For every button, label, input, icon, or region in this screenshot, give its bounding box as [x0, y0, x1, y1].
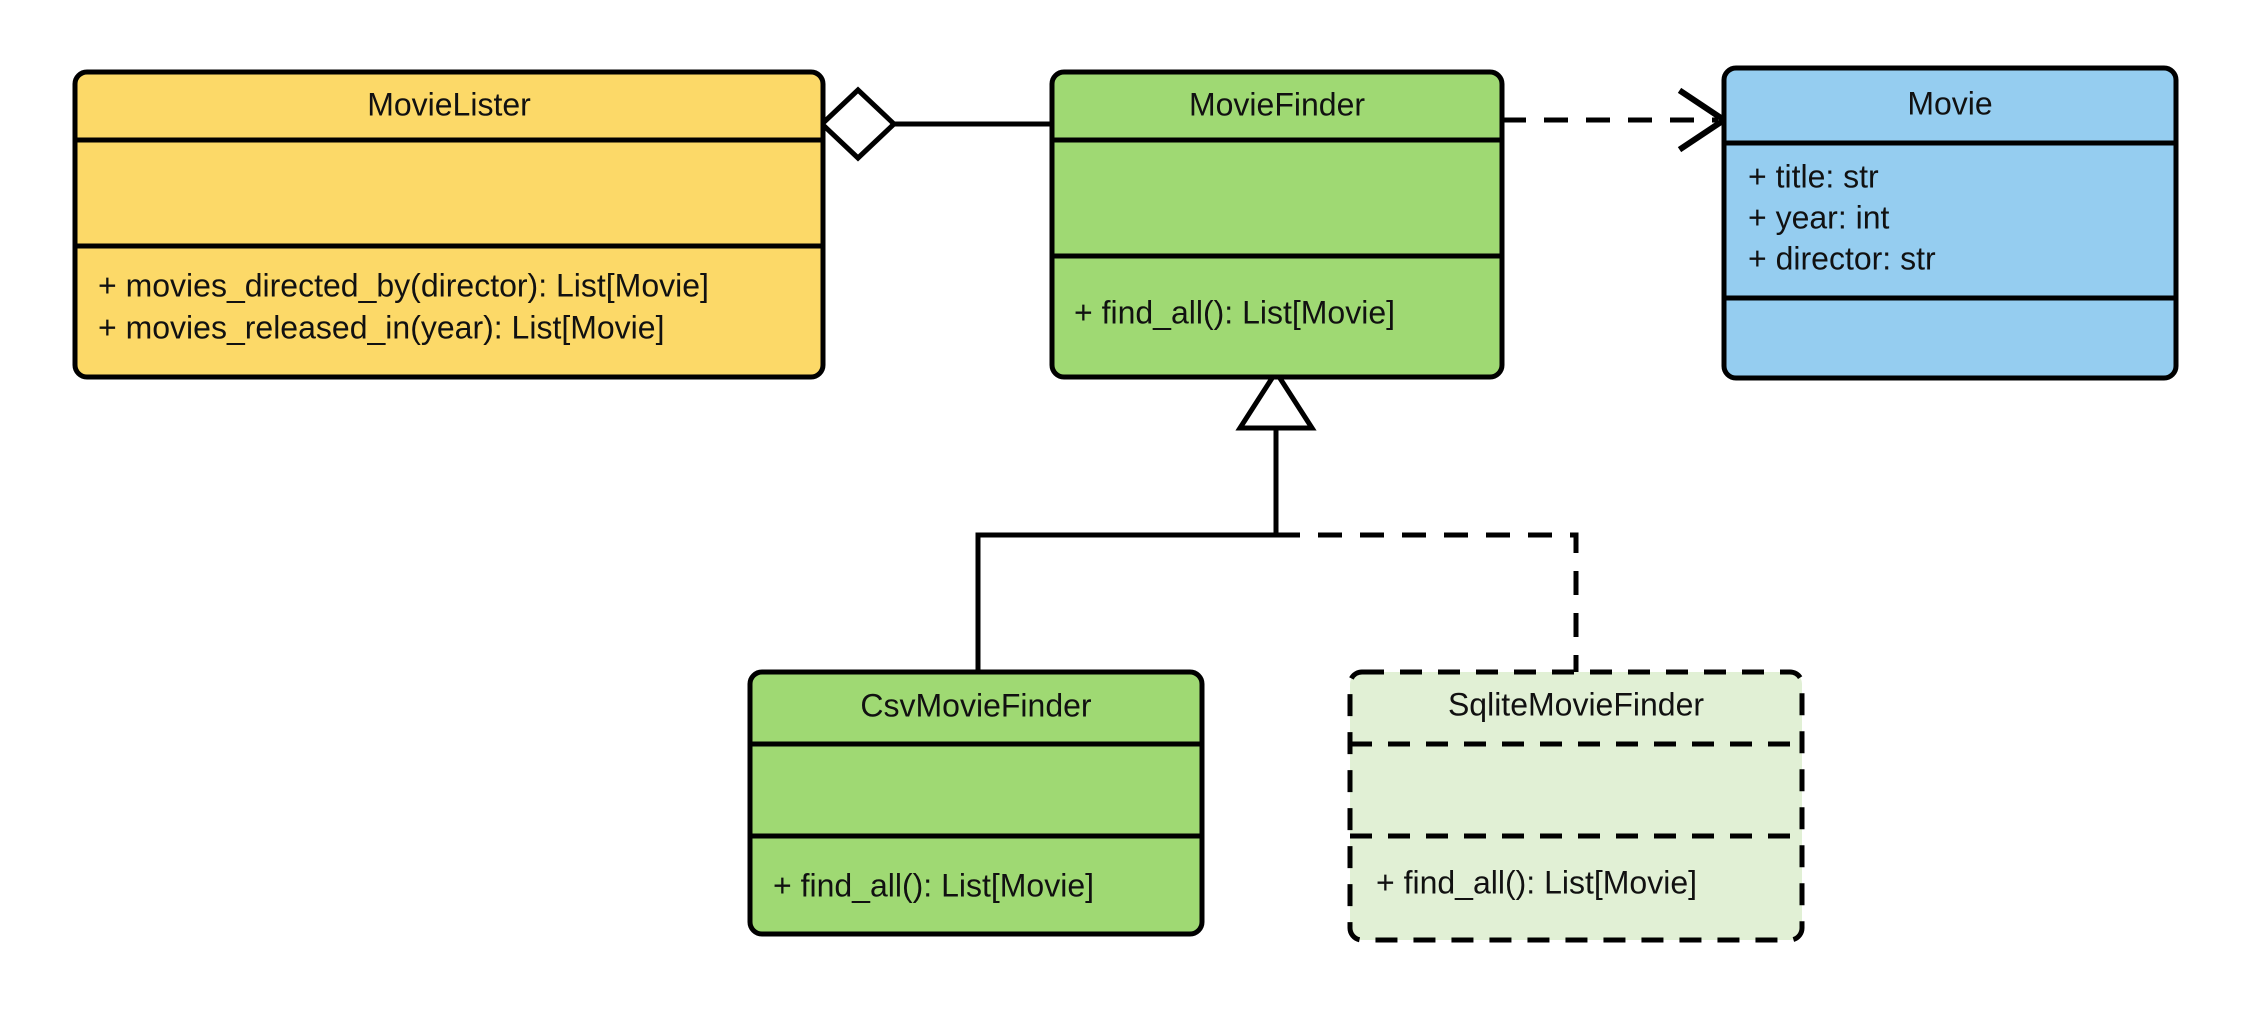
hollow-triangle-icon [1235, 367, 1317, 431]
movie-lister-frame [72, 69, 826, 380]
movie-finder-method-0: + find_all(): List[Movie] [1074, 294, 1395, 330]
csv-movie-finder-frame [747, 669, 1205, 937]
movie-attribute-1: + year: int [1748, 199, 1890, 235]
relationship-dependency-finder-movie[interactable] [1502, 87, 1730, 153]
movie-lister-method-0: + movies_directed_by(director): List[Mov… [98, 267, 709, 303]
hollow-diamond-icon [818, 86, 898, 162]
movie-lister-method-1: + movies_released_in(year): List[Movie] [98, 309, 664, 345]
movie-attribute-0: + title: str [1748, 158, 1879, 194]
class-box-sqlite-movie-finder[interactable]: SqliteMovieFinder + find_all(): List[Mov… [1347, 669, 1805, 943]
sqlite-movie-finder-frame [1347, 669, 1805, 943]
movie-attribute-2: + director: str [1748, 240, 1936, 276]
sqlite-movie-finder-title: SqliteMovieFinder [1448, 686, 1704, 722]
movie-finder-title: MovieFinder [1189, 86, 1365, 122]
class-box-movie[interactable]: Movie + title: str + year: int + directo… [1721, 65, 2179, 381]
relationship-aggregation-lister-finder[interactable] [818, 86, 1052, 162]
class-box-csv-movie-finder[interactable]: CsvMovieFinder + find_all(): List[Movie] [747, 669, 1205, 937]
class-box-movie-lister[interactable]: MovieLister + movies_directed_by(directo… [72, 69, 826, 380]
sqlite-movie-finder-method-0: + find_all(): List[Movie] [1376, 864, 1697, 900]
class-box-movie-finder[interactable]: MovieFinder + find_all(): List[Movie] [1049, 69, 1505, 380]
movie-title: Movie [1907, 85, 1992, 121]
csv-movie-finder-method-0: + find_all(): List[Movie] [773, 867, 1094, 903]
csv-movie-finder-title: CsvMovieFinder [860, 687, 1092, 723]
movie-lister-title: MovieLister [367, 86, 531, 122]
movie-finder-frame [1049, 69, 1505, 380]
